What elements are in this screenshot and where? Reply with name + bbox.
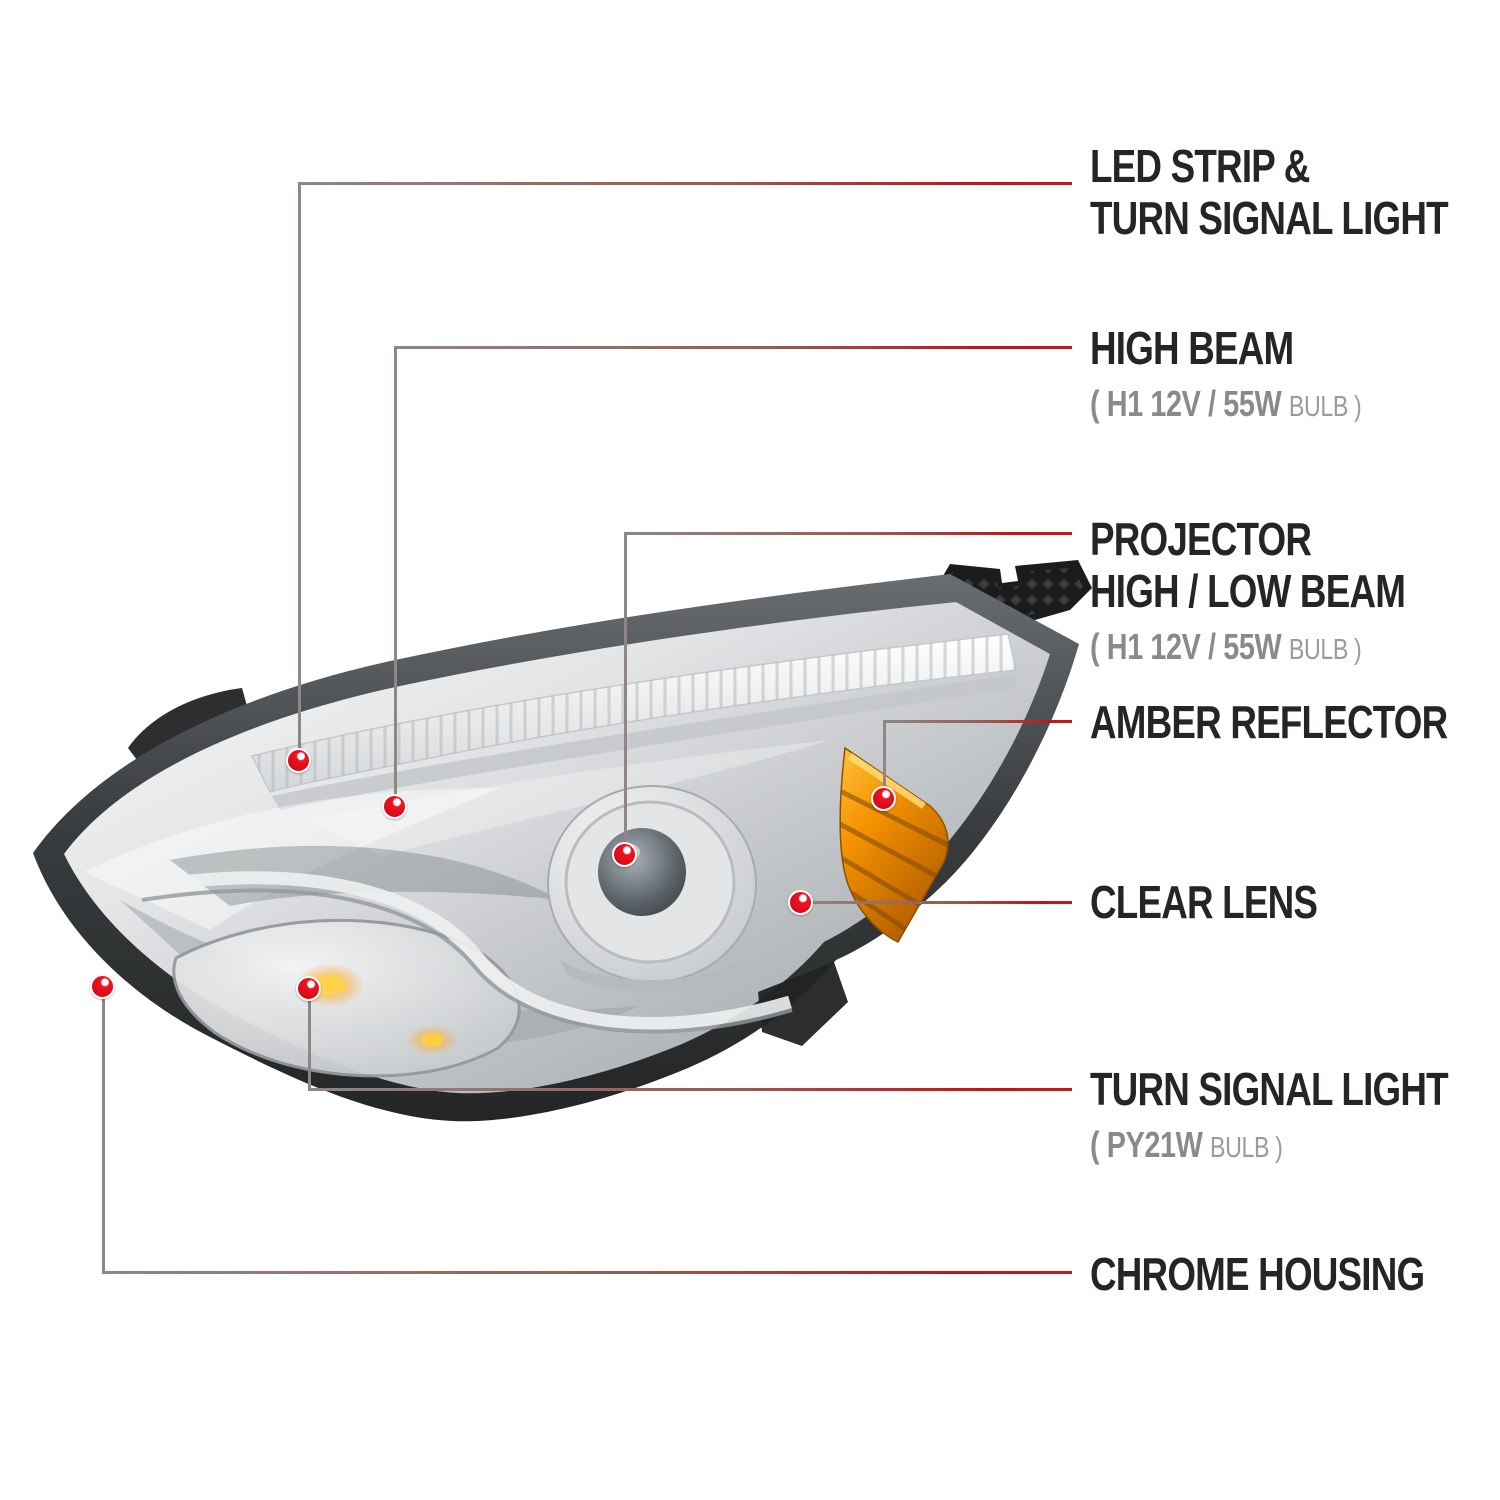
bulb-spec: ( H1 12V / 55W BULB ) xyxy=(1090,383,1362,424)
callout-text: LED STRIP & xyxy=(1090,140,1310,192)
led-strip xyxy=(250,633,1017,810)
callout-line-amber-reflector xyxy=(882,719,1072,723)
red-dot-icon xyxy=(612,842,637,867)
callout-label-high-beam: HIGH BEAM ( H1 12V / 55W BULB ) xyxy=(1090,322,1362,430)
callout-line-chrome-housing xyxy=(101,1270,1072,1274)
bulb-spec: ( PY21W BULB ) xyxy=(1090,1124,1283,1165)
chrome-trim-shadow xyxy=(141,888,793,1034)
red-dot-icon xyxy=(90,974,115,999)
bulb-spec: ( H1 12V / 55W BULB ) xyxy=(1090,626,1362,667)
red-dot-icon xyxy=(296,976,321,1001)
amber-reflector xyxy=(839,746,949,943)
callout-label-amber-reflector: AMBER REFLECTOR xyxy=(1090,696,1448,748)
callout-label-chrome-housing: CHROME HOUSING xyxy=(1090,1248,1425,1300)
callout-text: HIGH / LOW BEAM xyxy=(1090,565,1406,617)
callout-text: CHROME HOUSING xyxy=(1090,1248,1425,1300)
callout-line-projector xyxy=(623,531,1072,535)
callout-label-turn-signal: TURN SIGNAL LIGHT ( PY21W BULB ) xyxy=(1090,1063,1449,1171)
mount-foot-bottom-right xyxy=(758,962,848,1046)
red-dot-icon xyxy=(286,748,311,773)
callout-line-projector xyxy=(623,531,627,857)
callout-line-turn-signal xyxy=(307,989,311,1091)
callout-text: CLEAR LENS xyxy=(1090,876,1318,928)
red-dot-icon xyxy=(871,786,896,811)
callout-text: TURN SIGNAL LIGHT xyxy=(1090,1063,1449,1115)
callout-text: HIGH BEAM xyxy=(1090,322,1294,374)
callout-text: PROJECTOR xyxy=(1090,513,1312,565)
projector-lens xyxy=(547,785,757,992)
red-dot-icon xyxy=(788,890,813,915)
callout-line-amber-reflector xyxy=(882,719,886,801)
callout-label-projector: PROJECTOR HIGH / LOW BEAM ( H1 12V / 55W… xyxy=(1090,513,1406,673)
callout-label-led-strip: LED STRIP & TURN SIGNAL LIGHT xyxy=(1090,140,1449,244)
reflection-swoosh xyxy=(310,740,830,856)
callout-text: AMBER REFLECTOR xyxy=(1090,696,1448,748)
callout-line-chrome-housing xyxy=(101,987,105,1274)
callout-line-high-beam xyxy=(393,345,397,809)
callout-text: TURN SIGNAL LIGHT xyxy=(1090,192,1449,244)
chrome-trim xyxy=(136,871,792,1030)
callout-line-led-strip xyxy=(297,181,301,763)
callout-line-high-beam xyxy=(393,345,1072,349)
callout-line-led-strip xyxy=(297,181,1072,185)
callout-line-clear-lens xyxy=(801,900,1072,904)
callout-label-clear-lens: CLEAR LENS xyxy=(1090,876,1318,928)
callout-line-turn-signal xyxy=(307,1087,1072,1091)
red-dot-icon xyxy=(382,794,407,819)
